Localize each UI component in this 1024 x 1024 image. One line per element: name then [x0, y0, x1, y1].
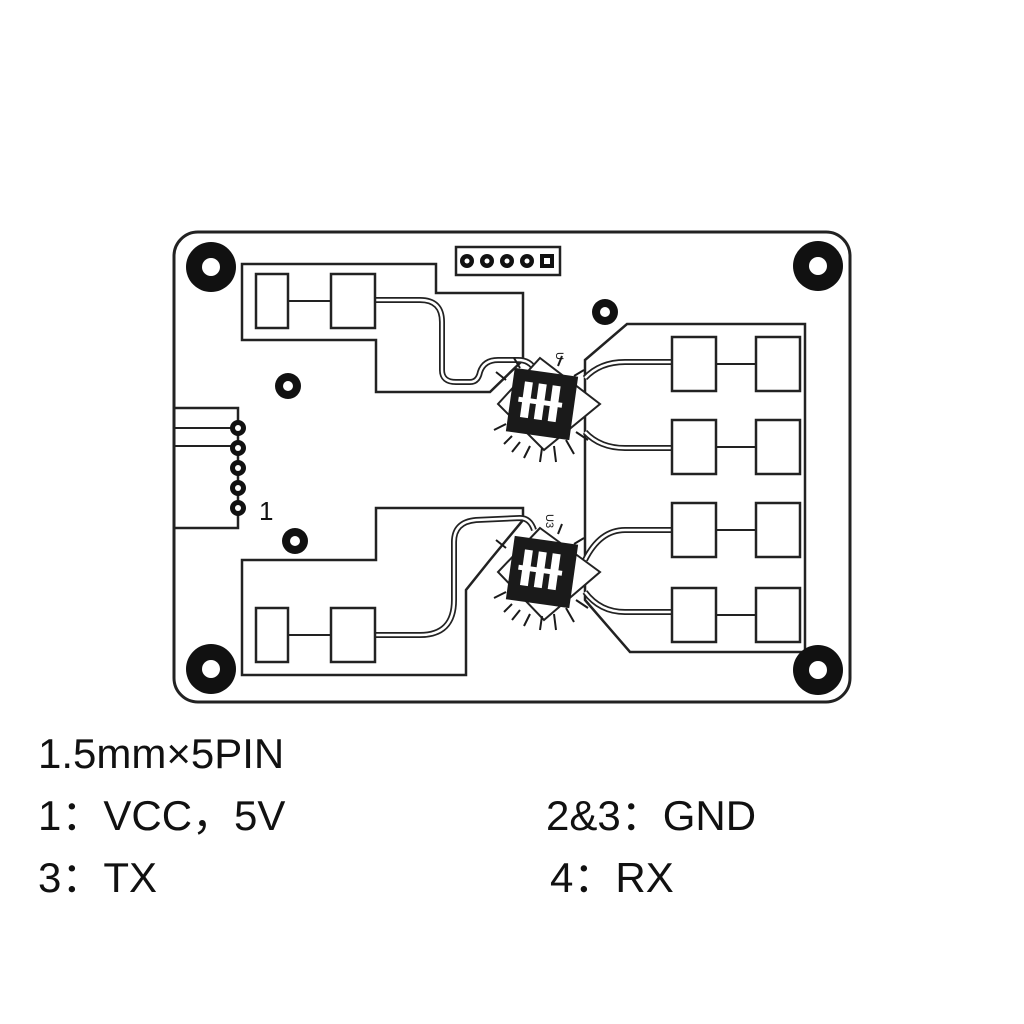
antenna-patch-icon — [329, 272, 377, 330]
mounting-hole-icon — [793, 645, 843, 695]
pin-1-description: 1：VCC，5V — [38, 792, 286, 839]
mounting-hole-icon — [186, 242, 236, 292]
connector-spec: 1.5mm×5PIN — [38, 730, 285, 777]
antenna-patch-icon — [670, 335, 718, 393]
antenna-patch-icon — [670, 501, 718, 559]
mounting-hole-icon — [186, 644, 236, 694]
chip-icon — [493, 355, 602, 463]
pin-2-3-description: 2&3：GND — [546, 792, 757, 839]
chip-icon — [493, 523, 602, 631]
antenna-patch-icon — [329, 606, 377, 664]
pin-header-pins — [460, 254, 554, 268]
chip-label-top: U — [553, 352, 565, 360]
antenna-region-bottom-left — [240, 506, 525, 677]
pin-header — [454, 245, 562, 277]
antenna-patch-icon — [670, 418, 718, 476]
side-connector-pins — [230, 420, 246, 516]
antenna-region-top-left — [240, 262, 525, 394]
antenna-patch-icon — [254, 272, 290, 330]
antenna-patch-icon — [754, 586, 802, 644]
mounting-hole-icon — [793, 241, 843, 291]
antenna-patch-icon — [754, 501, 802, 559]
connector-pin-1-label: 1 — [259, 496, 273, 526]
antenna-patch-icon — [754, 335, 802, 393]
pin-4-description: 4：RX — [550, 854, 674, 901]
pin-3-description: 3：TX — [38, 854, 158, 901]
side-connector — [174, 406, 240, 530]
board-outline — [172, 230, 852, 704]
via-icon — [592, 299, 618, 325]
antenna-patch-icon — [754, 418, 802, 476]
antenna-patch-icon — [254, 606, 290, 664]
via-icon — [282, 528, 308, 554]
chip-label-bottom: U3 — [543, 514, 555, 528]
antenna-patch-icon — [670, 586, 718, 644]
mounting-holes — [186, 241, 843, 695]
via-icon — [275, 373, 301, 399]
antenna-region-right — [583, 322, 807, 654]
